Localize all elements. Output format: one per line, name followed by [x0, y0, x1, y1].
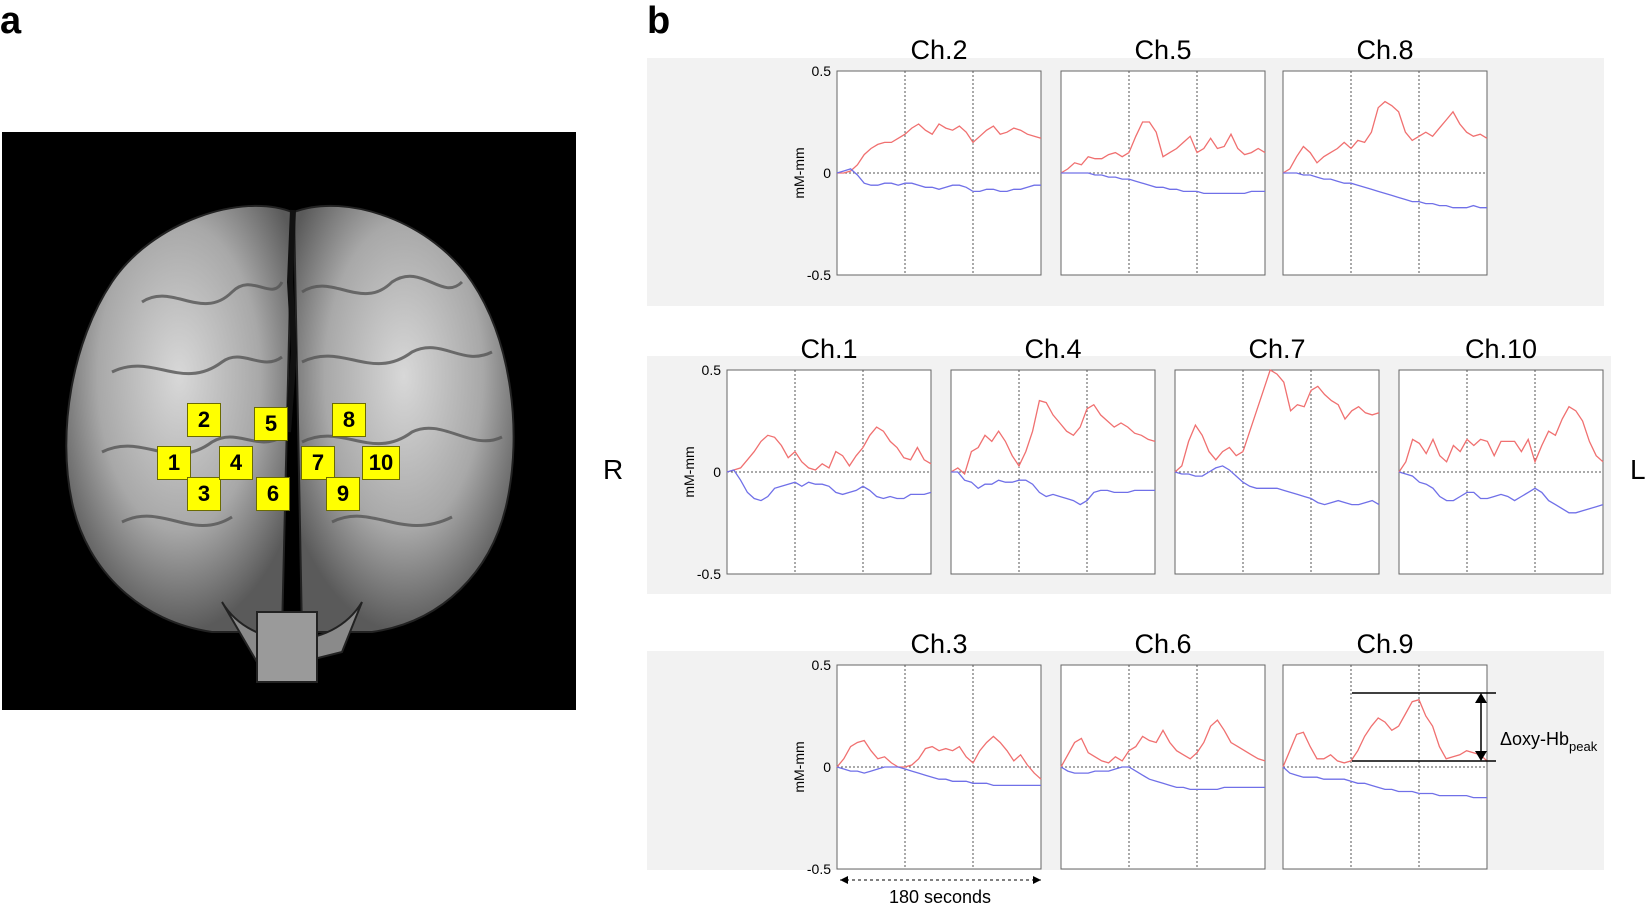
channel-marker-9: 9	[326, 477, 360, 511]
channel-marker-3: 3	[187, 477, 221, 511]
brain-image	[2, 132, 576, 710]
delta-arrow-down	[1475, 751, 1487, 761]
delta-arrow-up	[1475, 693, 1487, 703]
channel-plot-ch4: Ch.4	[950, 334, 1156, 575]
channel-plot-ch7: Ch.7	[1174, 334, 1380, 575]
y-axis-label: mM-mm	[791, 147, 807, 198]
channel-title: Ch.2	[910, 35, 967, 65]
channel-title: Ch.9	[1356, 629, 1413, 659]
y-axis-label: mM-mm	[681, 446, 697, 497]
y-tick-label: 0	[823, 165, 831, 181]
channel-title: Ch.3	[910, 629, 967, 659]
time-span-arrow-right	[1033, 876, 1041, 884]
channel-title: Ch.8	[1356, 35, 1413, 65]
panel-a-label: a	[0, 0, 22, 42]
channel-title: Ch.7	[1248, 334, 1305, 364]
deoxy-hb-line	[836, 168, 1041, 193]
channel-plot-ch8: Ch.8	[1282, 35, 1488, 276]
channel-plot-ch3: Ch.3 0.5 0 -0.5 mM-mm	[791, 629, 1042, 877]
y-tick-label: 0	[713, 464, 721, 480]
deoxy-hb-line	[836, 766, 1041, 787]
channel-title: Ch.6	[1134, 629, 1191, 659]
panel-b-left-label: L	[1630, 454, 1646, 485]
channel-plot-ch6: Ch.6	[1060, 629, 1266, 870]
channel-marker-6: 6	[256, 477, 290, 511]
oxy-hb-line	[836, 735, 1042, 780]
oxy-hb-line	[1060, 719, 1266, 768]
channel-marker-2: 2	[187, 403, 221, 437]
oxy-hb-line	[837, 123, 1042, 174]
deoxy-hb-line	[726, 469, 932, 502]
time-span-arrow-left	[840, 876, 848, 884]
y-tick-label: -0.5	[807, 267, 831, 283]
channel-marker-8: 8	[332, 403, 366, 437]
channel-title: Ch.4	[1024, 334, 1081, 364]
delta-oxy-label: Δoxy-Hbpeak	[1500, 729, 1598, 754]
channel-marker-4: 4	[219, 446, 253, 480]
channel-marker-7: 7	[301, 446, 335, 480]
oxy-hb-line	[1060, 121, 1266, 174]
brain-illustration	[65, 204, 515, 683]
deoxy-hb-line	[1283, 172, 1487, 209]
oxy-hb-line	[726, 426, 932, 473]
oxy-hb-line	[950, 399, 1156, 476]
y-tick-label: 0	[823, 759, 831, 775]
deoxy-hb-line	[1282, 766, 1487, 799]
deoxy-hb-line	[1174, 465, 1380, 506]
panel-a-left-label: L	[539, 408, 554, 438]
panel-b-label: b	[647, 0, 671, 42]
deoxy-hb-line	[1060, 766, 1265, 791]
y-tick-label: -0.5	[807, 861, 831, 877]
y-tick-label: 0.5	[812, 657, 832, 673]
oxy-hb-line	[1282, 698, 1488, 768]
deoxy-hb-line	[951, 471, 1155, 506]
panel-b-right-label: R	[603, 454, 624, 485]
channel-plot-ch9: Ch.9	[1282, 629, 1488, 870]
oxy-hb-line	[1398, 405, 1604, 473]
y-tick-label: 0.5	[812, 63, 832, 79]
channel-title: Ch.10	[1465, 334, 1537, 364]
panel-a-right-label: R	[12, 408, 31, 438]
y-axis-label: mM-mm	[791, 741, 807, 792]
oxy-hb-line	[1174, 369, 1380, 473]
delta-oxy-annotation: Δoxy-Hbpeak	[1352, 692, 1598, 762]
time-span-indicator: 180 seconds	[840, 876, 1041, 903]
channel-title: Ch.5	[1134, 35, 1191, 65]
channel-title: Ch.1	[800, 334, 857, 364]
oxy-hb-line	[1282, 100, 1488, 174]
deoxy-hb-line	[1398, 471, 1604, 514]
channel-plot-ch2: Ch.2 0.5 0 -0.5 mM-mm	[791, 35, 1042, 283]
time-span-label: 180 seconds	[889, 887, 991, 903]
channel-marker-5: 5	[254, 407, 288, 441]
y-tick-label: 0.5	[702, 362, 722, 378]
deoxy-hb-line	[1061, 172, 1265, 195]
y-tick-label: -0.5	[697, 566, 721, 582]
channel-plot-ch10: Ch.10	[1398, 334, 1604, 575]
channel-plot-ch1: Ch.1 0.5 0 -0.5 mM-mm	[681, 334, 932, 582]
channel-marker-10: 10	[362, 446, 400, 480]
channel-marker-1: 1	[157, 446, 191, 480]
channel-plot-ch5: Ch.5	[1060, 35, 1266, 276]
